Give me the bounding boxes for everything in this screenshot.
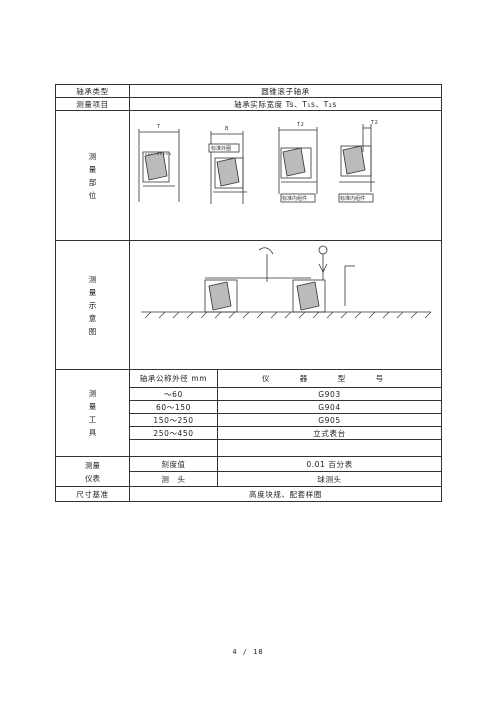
reference-label: 尺寸基准 [55, 486, 130, 502]
tools-model: 立式表台 [216, 426, 443, 440]
tools-diameter: ～60 [129, 387, 218, 401]
tools-diameter: 150～250 [129, 413, 218, 427]
measure-position-label-cell: 测量部位 [55, 110, 130, 241]
bearing-drawing-3: T2 标准内组件 [278, 122, 317, 202]
instrument-label: 测量仪表 [85, 460, 100, 483]
tools-diameter: 60～150 [129, 400, 218, 414]
bearing-type-value: 圆锥滚子轴承 [128, 84, 443, 98]
row-measure-schematic: 测量示意图 [55, 240, 443, 370]
svg-text:标准外圈: 标准外圈 [211, 145, 231, 152]
svg-text:T2: T2 [296, 122, 304, 128]
bearing-drawing-2: B 标准外圈 [208, 126, 247, 204]
row-instrument-head: 测 头 球测头 [56, 471, 443, 487]
scale-label: 刻度值 [129, 456, 218, 472]
row-reference: 尺寸基准 高度块规、配套样圈 [55, 486, 443, 502]
schematic-diagram-cell [128, 240, 443, 370]
bearing-section-right [292, 279, 325, 312]
row-bearing-type: 轴承类型 圆锥滚子轴承 [55, 84, 443, 98]
svg-text:T2: T2 [370, 120, 378, 126]
tools-model: G903 [216, 387, 443, 401]
head-label: 测 头 [129, 471, 218, 487]
measure-position-diagram-cell: T B 标准外圈 [128, 110, 443, 241]
tools-diameter [129, 439, 218, 457]
bearing-type-label: 轴承类型 [55, 84, 130, 98]
dial-indicator-icon [318, 245, 327, 254]
schematic-label: 测量示意图 [88, 274, 97, 336]
row-measure-item: 测量项目 轴承实际宽度 Ts、T₁s、T₂s [55, 97, 443, 111]
rotation-arrow-icon [258, 246, 273, 254]
measure-position-label: 测量部位 [88, 151, 97, 200]
measure-item-value: 轴承实际宽度 Ts、T₁s、T₂s [128, 97, 443, 111]
base-hatching [144, 311, 431, 318]
measurement-spec-table: 轴承类型 圆锥滚子轴承 测量项目 轴承实际宽度 Ts、T₁s、T₂s 测量部位 … [55, 84, 443, 502]
svg-text:B: B [225, 126, 229, 132]
svg-text:T: T [156, 124, 161, 130]
tools-model: G905 [216, 413, 443, 427]
tools-diameter: 250～450 [129, 426, 218, 440]
tools-header-diameter: 轴承公称外径 mm [129, 369, 218, 388]
row-tools-header: 测量工具 轴承公称外径 mm 仪 器 型 号 [55, 369, 443, 457]
instrument-label-cell: 测量仪表 [55, 456, 130, 487]
bearing-section-left [204, 279, 237, 312]
tools-model [216, 439, 443, 457]
bearing-width-drawings: T B 标准外圈 [138, 120, 378, 204]
table-row [56, 439, 443, 457]
page-number: 4 / 18 [232, 648, 264, 656]
schematic-label-cell: 测量示意图 [55, 240, 130, 370]
measurement-schematic [140, 245, 431, 318]
bearing-drawing-4: T2 标准内组件 [338, 120, 378, 202]
row-measure-position: 测量部位 T B 标准 [55, 110, 443, 241]
tools-label: 测量工具 [88, 389, 97, 437]
tools-label-cell: 测量工具 [55, 369, 130, 457]
svg-text:标准内组件: 标准内组件 [282, 195, 307, 202]
bearing-drawing-1: T [138, 124, 179, 202]
row-instrument-scale: 测量仪表 刻度值 0.01 百分表 [55, 456, 443, 487]
tools-model: G904 [216, 400, 443, 414]
svg-text:标准内组件: 标准内组件 [340, 195, 365, 202]
reference-value: 高度块规、配套样圈 [128, 486, 443, 502]
head-value: 球测头 [216, 471, 443, 487]
tools-header-model: 仪 器 型 号 [216, 369, 443, 388]
measure-item-label: 测量项目 [55, 97, 130, 111]
scale-value: 0.01 百分表 [216, 456, 443, 472]
